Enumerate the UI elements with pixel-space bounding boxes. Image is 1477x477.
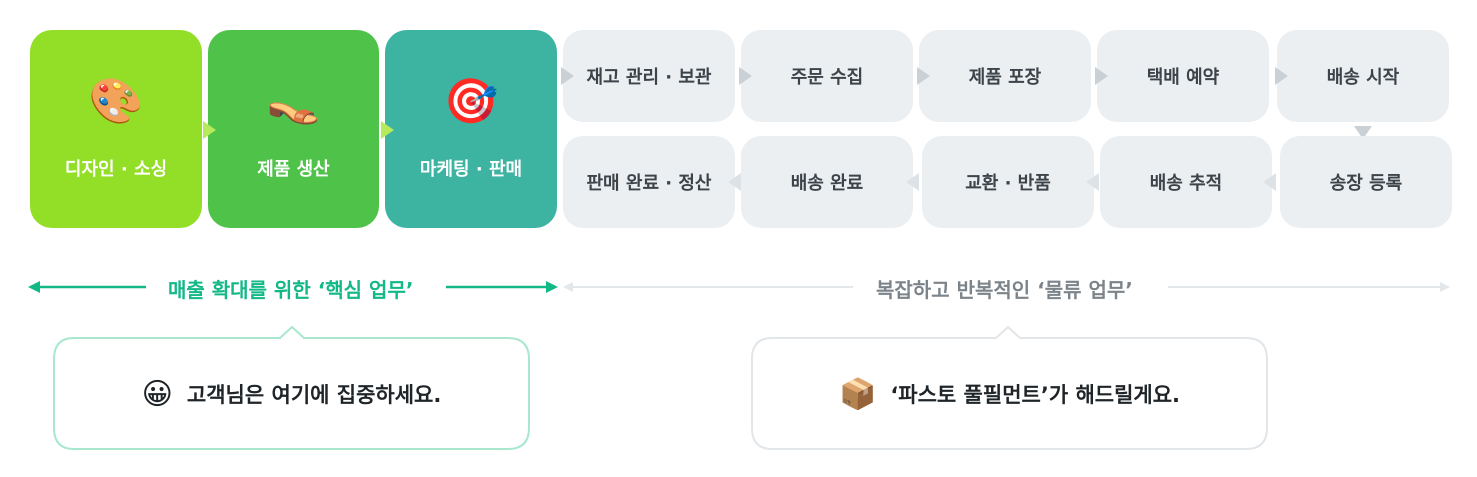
arrow-right-icon [739,67,752,85]
arrow-right-icon [917,67,930,85]
smiley-icon: 😀 [141,376,173,412]
core-range-arrow-left [28,281,146,293]
step-order-collection: 주문 수집 [741,30,913,122]
step-delivery-complete: 배송 완료 [741,136,913,228]
sandal-icon: 👡 [266,76,321,127]
bubble-right-text: ‘파스토 풀필먼트’가 해드릴게요. [890,383,1181,407]
palette-icon: 🎨 [88,76,144,127]
arrow-left-icon [1263,173,1276,191]
arrow-right-icon [381,121,394,139]
step-tracking: 배송 추적 [1100,136,1272,228]
logistics-range-arrow-right [1168,282,1450,292]
target-icon: 🎯 [443,76,499,127]
core-work-label: 매출 확대를 위한 ‘핵심 업무’ [168,278,414,302]
arrow-left-icon [906,173,919,191]
arrow-right-icon [1275,67,1288,85]
step-settlement: 판매 완료 · 정산 [563,136,735,228]
step-production: 👡 제품 생산 [208,30,379,228]
bubble-left: 😀 고객님은 여기에 집중하세요. [54,339,529,449]
step-label: 마케팅 · 판매 [419,159,523,180]
bubble-left-frame [53,326,530,450]
step-exchange-return: 교환 · 반품 [922,136,1094,228]
arrow-right-icon [561,67,574,85]
step-invoice-registration: 송장 등록 [1280,136,1452,228]
step-label: 디자인 · 소싱 [64,159,168,180]
step-design-sourcing: 🎨 디자인 · 소싱 [30,30,202,228]
arrow-down-icon [1354,126,1372,139]
core-range-arrow-right [446,281,558,293]
arrow-left-icon [1086,173,1099,191]
step-courier-booking: 택배 예약 [1097,30,1269,122]
logistics-work-label: 복잡하고 반복적인 ‘물류 업무’ [876,278,1133,302]
step-packing: 제품 포장 [919,30,1091,122]
bubble-left-text: 고객님은 여기에 집중하세요. [186,383,442,407]
step-shipping-start: 배송 시작 [1277,30,1449,122]
step-inventory-storage: 재고 관리 · 보관 [563,30,735,122]
step-label: 제품 생산 [257,159,330,180]
logistics-range-arrow-left [563,282,853,292]
arrow-right-icon [1095,67,1108,85]
arrow-left-icon [728,173,741,191]
arrow-right-icon [203,121,216,139]
bubble-right-frame [751,326,1268,450]
step-marketing-sales: 🎯 마케팅 · 판매 [385,30,557,228]
package-icon: 📦 [838,376,877,412]
bubble-right: 📦 ‘파스토 풀필먼트’가 해드릴게요. [752,339,1267,449]
